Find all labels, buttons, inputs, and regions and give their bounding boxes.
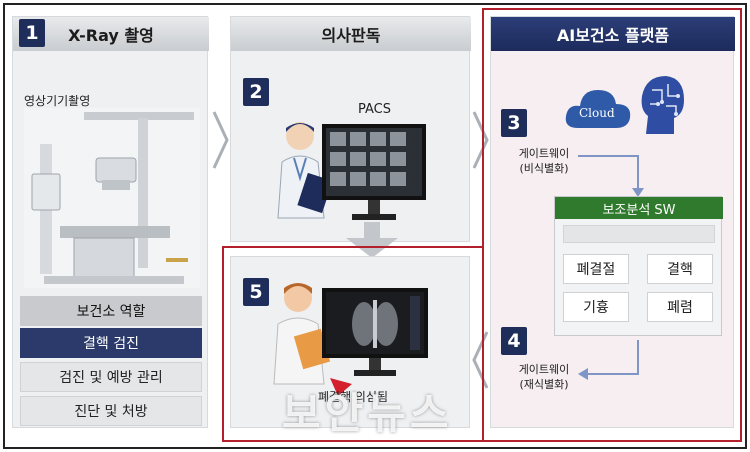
doctor-column: 의사판독 [230, 16, 471, 242]
arrow-right-icon [212, 111, 229, 169]
result-caption: 폐결핵 의심됨 [318, 390, 389, 404]
role-item: 진단 및 처방 [20, 396, 202, 426]
step-5-badge: 5 [243, 278, 269, 306]
step-3-badge: 3 [501, 109, 527, 137]
monitor-xray-icon [322, 288, 428, 376]
ai-flow-outline [482, 8, 742, 442]
doctor-result-icon [273, 283, 331, 385]
gateway-reidentify-line2: (재식별화) [519, 378, 569, 391]
doctor-title: 의사판독 [321, 26, 381, 45]
cloud-icon [565, 90, 631, 128]
step-4-badge: 4 [501, 327, 527, 355]
arrow-to-sw-icon [578, 155, 644, 197]
disease-item: 기흉 [563, 292, 629, 322]
xray-subtitle: 영상기기촬영 [24, 94, 91, 108]
xray-header: X-Ray 촬영 [13, 17, 209, 51]
ai-flow-outline-bottom [222, 440, 484, 442]
watermark: 보안뉴스 [282, 389, 453, 438]
analysis-sw-title: 보조분석 SW [555, 197, 723, 219]
ai-flow-outline-left [222, 246, 224, 442]
cloud-label: Cloud [579, 106, 615, 120]
gateway-reidentify-line1: 게이트웨이 [518, 363, 570, 376]
gateway-deidentify: 게이트웨이 (비식별화) [510, 146, 578, 176]
doctor-header: 의사판독 [231, 17, 471, 51]
disease-item: 폐결절 [563, 254, 629, 284]
step-1-badge: 1 [19, 19, 45, 47]
arrow-to-gateway-icon [578, 340, 639, 380]
monitor-icon [322, 124, 426, 220]
alert-icon [330, 378, 352, 396]
ai-head-icon [641, 76, 684, 134]
step-2-badge: 2 [243, 78, 269, 106]
roles-title: 보건소 역할 [20, 296, 202, 326]
xray-title: X-Ray 촬영 [68, 26, 154, 45]
gateway-deidentify-line2: (비식별화) [519, 162, 569, 175]
ai-title: AI보건소 플랫폼 [556, 26, 670, 45]
arrow-down-icon [346, 222, 398, 258]
arrow-right-icon [472, 111, 489, 169]
xray-machine-icon [24, 108, 200, 288]
disease-item: 결핵 [647, 254, 713, 284]
ai-flow-outline-top [222, 246, 484, 248]
role-item: 결핵 검진 [20, 328, 202, 358]
role-item: 검진 및 예방 관리 [20, 362, 202, 392]
pacs-label: PACS [358, 102, 392, 117]
disease-item: 폐렴 [647, 292, 713, 322]
gateway-reidentify: 게이트웨이 (재식별화) [510, 362, 578, 392]
analysis-sw-blank [563, 225, 715, 243]
ai-header: AI보건소 플랫폼 [491, 17, 735, 51]
doctor-icon [277, 122, 332, 219]
gateway-deidentify-line1: 게이트웨이 [518, 147, 570, 160]
